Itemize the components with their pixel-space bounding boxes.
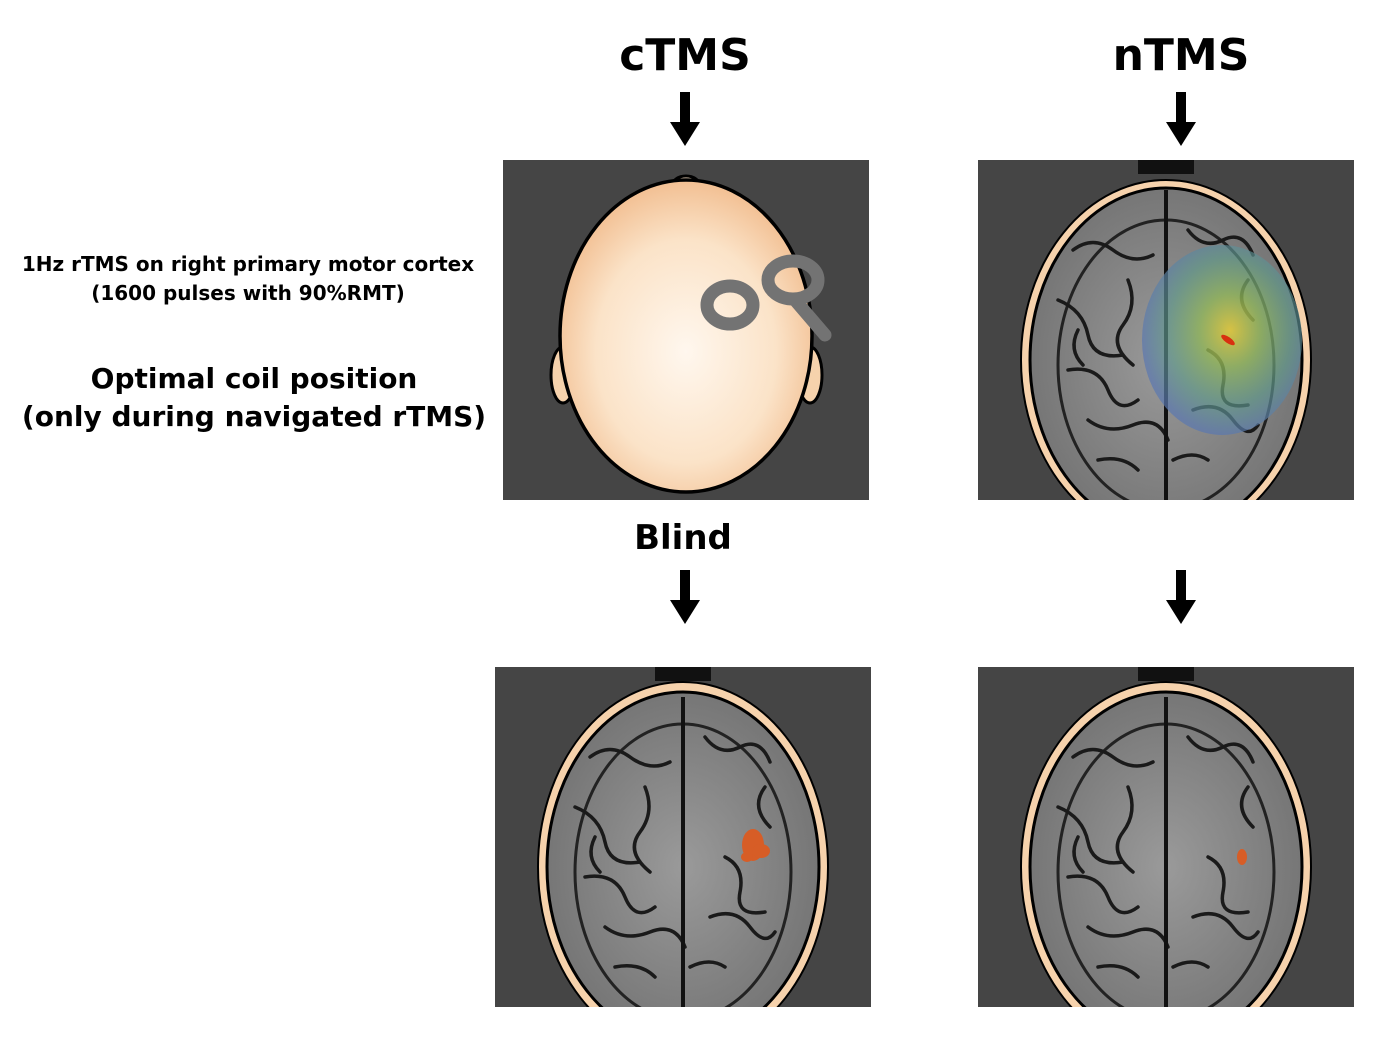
- ctms-head-panel: [503, 160, 869, 500]
- ctms-result-brain-panel: [495, 667, 871, 1007]
- optimal-position-line1: Optimal coil position: [90, 362, 418, 395]
- figure-eight-coil-icon: [700, 254, 832, 342]
- activation-cluster: [1237, 849, 1247, 865]
- ntms-result-brain-panel: [978, 667, 1354, 1007]
- blind-label: Blind: [634, 518, 732, 558]
- ctms-header: cTMS: [619, 30, 751, 81]
- optimal-position-line2: (only during navigated rTMS): [21, 400, 487, 433]
- ntms-header: nTMS: [1112, 30, 1250, 81]
- ctms-result-arrow-icon: [670, 570, 700, 624]
- ntms-result-arrow-icon: [1166, 570, 1196, 624]
- ctms-down-arrow-icon: [670, 92, 700, 146]
- stimulation-heatmap: [1142, 245, 1302, 435]
- ntms-brain-heatmap-panel: [978, 160, 1354, 500]
- stimulation-hotspot: [1221, 334, 1235, 346]
- ntms-down-arrow-icon: [1166, 92, 1196, 146]
- protocol-text-line2: (1600 pulses with 90%RMT): [91, 281, 405, 305]
- scalp: [558, 178, 814, 494]
- protocol-text-line1: 1Hz rTMS on right primary motor cortex: [21, 252, 475, 276]
- activation-cluster: [741, 829, 770, 862]
